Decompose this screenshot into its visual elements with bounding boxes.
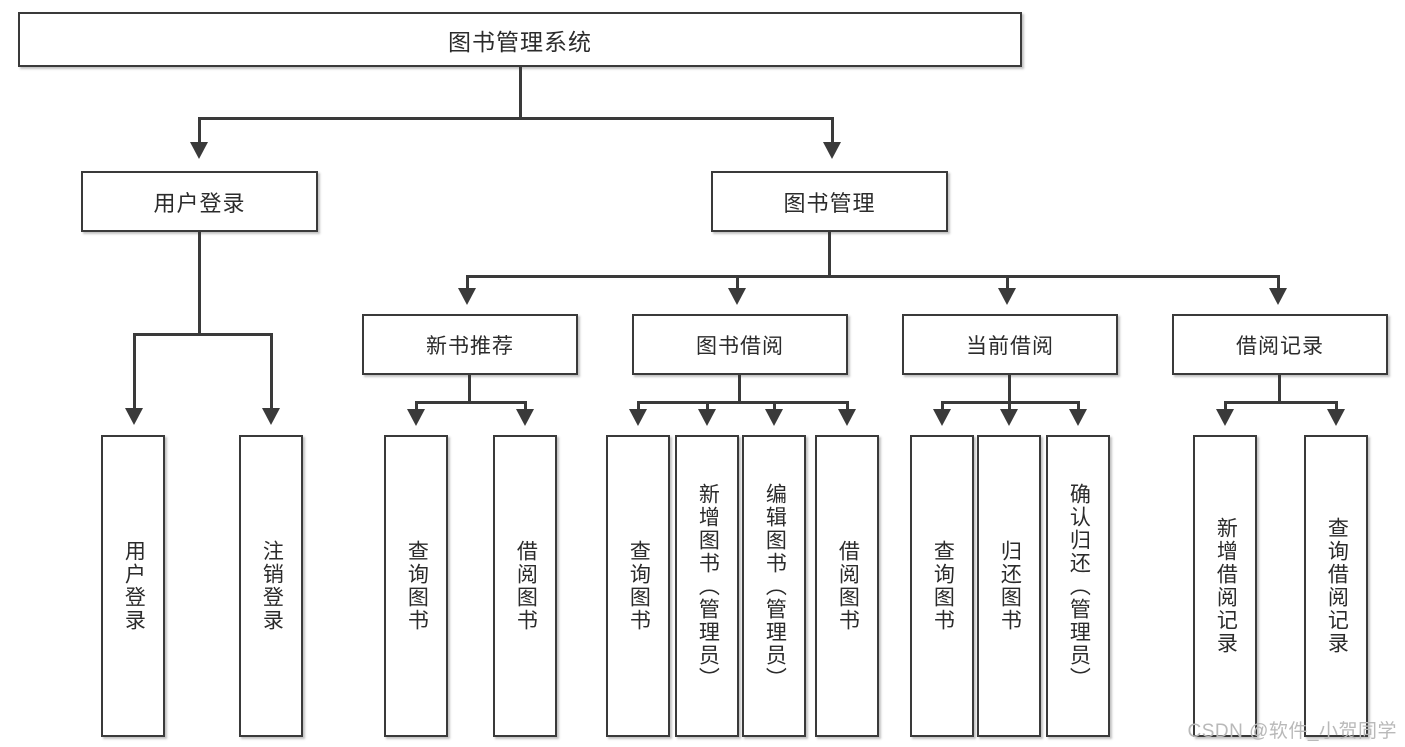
node-label: 图书管理 [783, 190, 876, 216]
connector-user-login-bus [133, 333, 273, 336]
connector-br-b2 [1335, 401, 1338, 410]
node-label: 查询图书 [405, 540, 429, 632]
node-label: 借阅记录 [1236, 334, 1324, 358]
arrow-to-new-book-recommend [458, 288, 476, 305]
connector-bb-b4 [846, 401, 849, 410]
connector-bm-b3 [1006, 275, 1009, 289]
arrow-to-leaf-borrow-book-1 [516, 409, 534, 426]
node-label: 查询图书 [627, 540, 651, 632]
arrow-to-leaf-logout [262, 408, 280, 425]
connector-nbr-b1 [415, 401, 418, 410]
connector-book-management-stem [828, 232, 831, 277]
node-leaf-user-login[interactable]: 用户登录 [101, 435, 165, 737]
arrow-to-leaf-query-book-2 [629, 409, 647, 426]
node-leaf-edit-book[interactable]: 编辑图书（管理员） [742, 435, 806, 737]
node-book-management[interactable]: 图书管理 [711, 171, 948, 232]
node-new-book-recommend[interactable]: 新书推荐 [362, 314, 578, 375]
connector-user-login-b2 [270, 333, 273, 409]
node-leaf-borrow-book-2[interactable]: 借阅图书 [815, 435, 879, 737]
connector-cb-b3 [1077, 401, 1080, 410]
node-label: 借阅图书 [514, 540, 538, 632]
node-leaf-query-book-2[interactable]: 查询图书 [606, 435, 670, 737]
arrow-to-leaf-add-book [698, 409, 716, 426]
connector-nbr-bus [415, 401, 527, 404]
node-label: 当前借阅 [966, 334, 1054, 358]
node-current-borrow[interactable]: 当前借阅 [902, 314, 1118, 375]
node-label: 新增借阅记录 [1214, 517, 1238, 655]
connector-bm-b4 [1277, 275, 1280, 289]
arrow-to-leaf-query-record [1327, 409, 1345, 426]
arrow-to-leaf-borrow-book-2 [838, 409, 856, 426]
node-label: 编辑图书（管理员） [763, 482, 787, 690]
node-label: 新增图书（管理员） [696, 482, 720, 690]
connector-cb-stem [1008, 375, 1011, 403]
connector-bb-b2 [706, 401, 709, 410]
arrow-to-leaf-query-book-3 [933, 409, 951, 426]
arrow-to-leaf-query-book-1 [407, 409, 425, 426]
connector-bb-stem [738, 375, 741, 403]
node-user-login[interactable]: 用户登录 [81, 171, 318, 232]
node-label: 图书借阅 [696, 334, 784, 358]
connector-bb-bus [637, 401, 849, 404]
node-leaf-add-record[interactable]: 新增借阅记录 [1193, 435, 1257, 737]
connector-user-login-stem [198, 232, 201, 335]
connector-br-bus [1224, 401, 1338, 404]
connector-bm-b1 [466, 275, 469, 289]
node-leaf-borrow-book-1[interactable]: 借阅图书 [493, 435, 557, 737]
arrow-to-leaf-user-login [125, 408, 143, 425]
connector-bb-b3 [773, 401, 776, 410]
connector-book-management-bus [466, 275, 1280, 278]
arrow-to-leaf-return-book [1000, 409, 1018, 426]
node-label: 查询图书 [931, 540, 955, 632]
watermark: CSDN @软件_小贺同学 [1187, 721, 1397, 742]
arrow-to-leaf-add-record [1216, 409, 1234, 426]
connector-root-stem [519, 67, 522, 118]
connector-bb-b1 [637, 401, 640, 410]
node-label: 借阅图书 [836, 540, 860, 632]
connector-nbr-b2 [524, 401, 527, 410]
arrow-to-leaf-confirm-return [1069, 409, 1087, 426]
connector-user-login-b1 [133, 333, 136, 409]
connector-root-to-l1-left [198, 117, 201, 143]
connector-cb-b2 [1008, 401, 1011, 410]
connector-root-to-l1-right [831, 117, 834, 143]
node-leaf-query-record[interactable]: 查询借阅记录 [1304, 435, 1368, 737]
node-leaf-confirm-return[interactable]: 确认归还（管理员） [1046, 435, 1110, 737]
arrow-to-borrow-records [1269, 288, 1287, 305]
node-leaf-add-book[interactable]: 新增图书（管理员） [675, 435, 739, 737]
node-label: 新书推荐 [426, 334, 514, 358]
node-leaf-query-book-3[interactable]: 查询图书 [910, 435, 974, 737]
arrow-to-user-login [190, 142, 208, 159]
node-leaf-query-book-1[interactable]: 查询图书 [384, 435, 448, 737]
arrow-to-book-borrow [728, 288, 746, 305]
arrow-to-book-management [823, 142, 841, 159]
node-leaf-return-book[interactable]: 归还图书 [977, 435, 1041, 737]
node-label: 查询借阅记录 [1325, 517, 1349, 655]
node-label: 用户登录 [122, 540, 146, 632]
node-book-borrow[interactable]: 图书借阅 [632, 314, 848, 375]
arrow-to-leaf-edit-book [765, 409, 783, 426]
node-label: 确认归还（管理员） [1067, 482, 1091, 690]
connector-nbr-stem [468, 375, 471, 403]
connector-br-b1 [1224, 401, 1227, 410]
connector-bm-b2 [736, 275, 739, 289]
connector-root-bus [198, 117, 834, 120]
node-label: 注销登录 [260, 540, 284, 632]
connector-br-stem [1278, 375, 1281, 403]
node-label: 用户登录 [153, 190, 246, 216]
node-borrow-records[interactable]: 借阅记录 [1172, 314, 1388, 375]
connector-cb-b1 [941, 401, 944, 410]
node-label: 归还图书 [998, 540, 1022, 632]
arrow-to-current-borrow [998, 288, 1016, 305]
node-root-system[interactable]: 图书管理系统 [18, 12, 1022, 67]
node-leaf-logout[interactable]: 注销登录 [239, 435, 303, 737]
node-label: 图书管理系统 [448, 28, 592, 55]
